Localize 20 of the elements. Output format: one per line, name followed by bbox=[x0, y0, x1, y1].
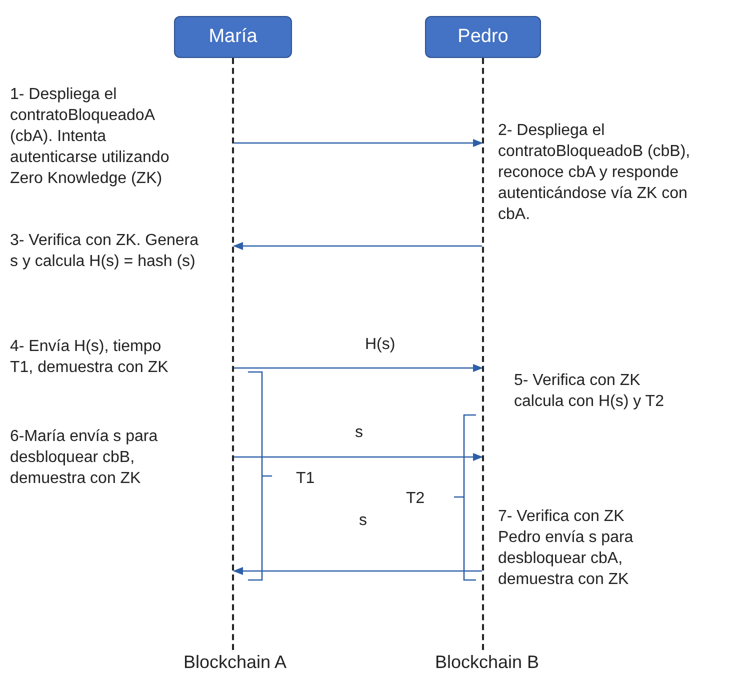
lifeline bbox=[482, 58, 484, 650]
participant-box: María bbox=[174, 16, 292, 58]
step-note: 6-María envía s para desbloquear cbB, demuestra con ZK bbox=[10, 427, 159, 489]
chain-label: Blockchain B bbox=[434, 652, 540, 673]
message-arrow bbox=[233, 567, 482, 575]
message-arrow bbox=[234, 139, 483, 147]
step-note: 1- Despliega el contratoBloqueadoA (cbA). Intenta autenticarse utilizando Zero Knowledge (ZK) bbox=[10, 85, 170, 189]
message-arrow bbox=[234, 364, 483, 372]
message-arrow bbox=[233, 242, 482, 250]
duration-label: T2 bbox=[406, 489, 426, 509]
step-note: 3- Verifica con ZK. Genera s y calcula H(s) = hash (s) bbox=[10, 231, 200, 272]
duration-label: T1 bbox=[296, 469, 316, 489]
message-arrow bbox=[234, 453, 483, 461]
step-note: 2- Despliega el contratoBloqueadoB (cbB), reconoce cbA y responde autenticándose vía ZK con cbA. bbox=[498, 121, 692, 225]
step-note: 4- Envía H(s), tiempo T1, demuestra con ZK bbox=[10, 337, 170, 378]
step-note: 7- Verifica con ZK Pedro envía s para desbloquear cbA, demuestra con ZK bbox=[498, 507, 634, 590]
step-note: 5- Verifica con ZK calcula con H(s) y T2 bbox=[514, 371, 665, 412]
participant-box: Pedro bbox=[425, 16, 541, 58]
chain-label: Blockchain A bbox=[182, 652, 288, 673]
lifeline bbox=[232, 58, 234, 650]
